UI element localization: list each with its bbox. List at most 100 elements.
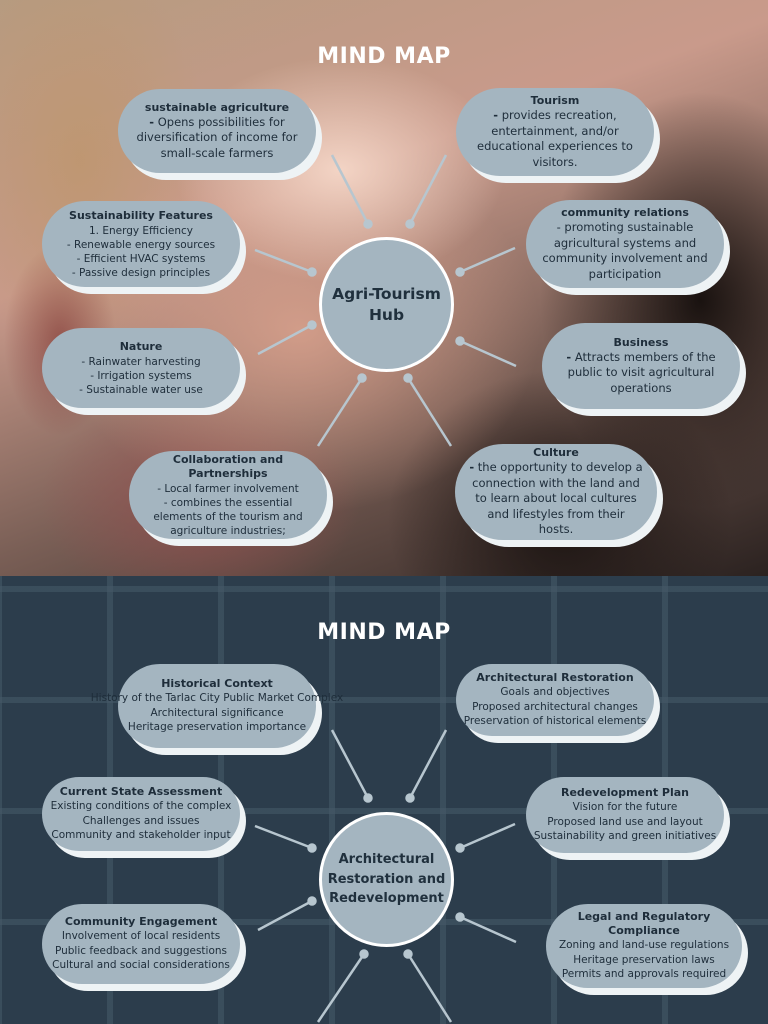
- node-title: Sustainability Features: [69, 208, 213, 222]
- node-nature: Nature - Rainwater harvesting - Irrigati…: [42, 328, 240, 408]
- connector-dot: [455, 843, 465, 853]
- connector-line: [257, 323, 313, 356]
- connector-dot: [363, 793, 373, 803]
- list-item: Cultural and social considerations: [52, 959, 230, 972]
- connector-dot: [405, 219, 415, 229]
- list-item: Preservation of historical elements: [463, 715, 647, 728]
- connector-line: [459, 822, 516, 850]
- node-line: - Irrigation systems: [90, 369, 192, 382]
- node-collaboration: Collaboration and Partnerships - Local f…: [129, 451, 327, 539]
- node-title: Collaboration and Partnerships: [172, 452, 284, 480]
- node-dash: -: [566, 349, 572, 364]
- connector-dot: [307, 896, 317, 906]
- node-title: Legal and Regulatory Compliance: [577, 910, 711, 938]
- node-title: Tourism: [530, 94, 580, 107]
- hub-label: Architectural Restoration and Redevelopm…: [327, 852, 446, 907]
- connector-line: [408, 154, 448, 225]
- connector-dot: [307, 267, 317, 277]
- node-historical-context: Historical Context History of the Tarlac…: [91, 664, 343, 748]
- node-dash: -: [493, 108, 499, 122]
- list-item: Proposed land use and layout: [547, 815, 703, 828]
- connector-line: [459, 915, 517, 944]
- connector-line: [257, 899, 313, 932]
- node-community-relations: community relations - promoting sustaina…: [526, 200, 724, 288]
- list-item: Architectural significance: [150, 706, 284, 719]
- connector-line: [254, 824, 313, 850]
- connector-dot: [403, 373, 413, 383]
- node-line: - Rainwater harvesting: [81, 355, 201, 368]
- connector-dot: [357, 373, 367, 383]
- mind-map-1-title: MIND MAP: [317, 44, 451, 69]
- node-line: - Sustainable water use: [79, 383, 203, 396]
- connector-line: [459, 339, 517, 368]
- list-item: Vision for the future: [572, 801, 678, 814]
- connector-dot: [405, 793, 415, 803]
- list-item: Heritage preservation laws: [573, 953, 715, 966]
- node-line: - Renewable energy sources: [66, 238, 216, 251]
- node-line: - Efficient HVAC systems: [76, 252, 206, 265]
- connector-line: [330, 729, 370, 799]
- node-dash: -: [469, 460, 475, 475]
- node-line: - Passive design principles: [71, 266, 211, 279]
- node-sustainable-agriculture: sustainable agriculture - Opens possibil…: [118, 89, 316, 173]
- node-body: - promoting sustainable agricultural sys…: [542, 220, 708, 281]
- hub-label: Agri-Tourism Hub: [332, 284, 441, 324]
- node-legal-compliance: Legal and Regulatory Compliance Zoning a…: [546, 904, 742, 988]
- node-community-engagement: Community Engagement Involvement of loca…: [42, 904, 240, 984]
- mind-map-2-title: MIND MAP: [317, 620, 451, 645]
- connector-line: [316, 953, 366, 1023]
- list-item: Public feedback and suggestions: [54, 944, 228, 957]
- node-title: Redevelopment Plan: [560, 786, 690, 800]
- list-item: Zoning and land-use regulations: [558, 939, 730, 952]
- connector-dot: [455, 912, 465, 922]
- node-body: the opportunity to develop a connection …: [472, 460, 643, 537]
- list-item: Community and stakeholder input: [51, 829, 231, 842]
- node-culture: Culture - the opportunity to develop a c…: [455, 444, 657, 540]
- connector-line: [330, 154, 370, 225]
- node-title: Historical Context: [161, 677, 273, 691]
- list-item: Permits and approvals required: [561, 968, 727, 981]
- connector-line: [254, 248, 313, 274]
- node-body: provides recreation, entertainment, and/…: [477, 108, 633, 169]
- node-title: community relations: [561, 206, 689, 219]
- node-title: Current State Assessment: [59, 785, 223, 799]
- connector-dot: [403, 949, 413, 959]
- node-title: Community Engagement: [64, 915, 218, 929]
- node-title: Culture: [533, 446, 579, 460]
- node-tourism: Tourism - provides recreation, entertain…: [456, 88, 654, 176]
- connector-dot: [359, 949, 369, 959]
- node-title: Business: [613, 335, 669, 349]
- connector-line: [316, 377, 364, 447]
- node-line: - combines the essential elements of the…: [153, 496, 303, 537]
- mind-map-2-connectors: [254, 729, 517, 1023]
- node-line: 1. Energy Efficiency: [88, 224, 193, 237]
- node-line: - Local farmer involvement: [157, 482, 299, 495]
- node-redevelopment-plan: Redevelopment Plan Vision for the future…: [526, 777, 724, 853]
- connector-dot: [307, 843, 317, 853]
- list-item: Involvement of local residents: [61, 930, 221, 943]
- list-item: Existing conditions of the complex: [50, 800, 232, 813]
- mind-map-2-panel: MIND MAP Architectural Restoration and R…: [0, 576, 768, 1024]
- node-title: Nature: [119, 339, 163, 353]
- connector-line: [408, 729, 448, 799]
- list-item: Heritage preservation importance: [127, 721, 307, 734]
- list-item: History of the Tarlac City Public Market…: [90, 692, 344, 705]
- connector-dot: [455, 336, 465, 346]
- hub-node: Architectural Restoration and Redevelopm…: [319, 812, 454, 947]
- node-business: Business - Attracts members of the publi…: [542, 323, 740, 409]
- connector-line: [406, 377, 453, 447]
- list-item: Challenges and issues: [82, 814, 200, 827]
- node-title: Architectural Restoration: [476, 671, 634, 685]
- node-body: Opens possibilities for diversification …: [136, 114, 298, 160]
- node-current-state-assessment: Current State Assessment Existing condit…: [42, 777, 240, 851]
- node-architectural-restoration: Architectural Restoration Goals and obje…: [456, 664, 654, 736]
- node-body: Attracts members of the public to visit …: [567, 349, 716, 395]
- hub-node: Agri-Tourism Hub: [319, 237, 454, 372]
- node-title: sustainable agriculture: [144, 100, 290, 114]
- connector-dot: [307, 320, 317, 330]
- mind-map-1-connectors: [254, 154, 517, 447]
- connector-line: [459, 246, 516, 274]
- list-item: Goals and objectives: [500, 686, 610, 699]
- list-item: Sustainability and green initiatives: [533, 830, 717, 843]
- node-sustainability-features: Sustainability Features 1. Energy Effici…: [42, 201, 240, 287]
